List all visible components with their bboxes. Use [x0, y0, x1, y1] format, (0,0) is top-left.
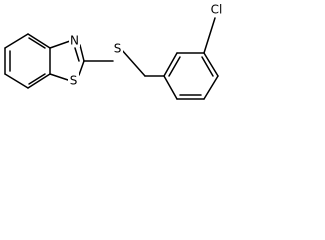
atom-s-thioether: S: [112, 41, 123, 56]
double-bond-inner: [74, 47, 80, 62]
bond: [163, 52, 178, 77]
molecule-structure: N S S Cl: [4, 2, 225, 100]
atom-cl: Cl: [208, 2, 225, 17]
bond: [4, 33, 29, 49]
bond: [49, 40, 71, 49]
double-bond-inner: [28, 73, 46, 85]
atom-label-s-ring: S: [70, 74, 78, 88]
bond: [4, 73, 29, 89]
double-bond-inner: [28, 37, 46, 49]
bond: [27, 33, 51, 49]
bond: [203, 75, 219, 100]
atom-s-ring: S: [68, 73, 79, 88]
bond: [163, 75, 178, 100]
bond: [79, 44, 85, 62]
double-bond-inner: [168, 56, 181, 77]
atom-label-cl: Cl: [211, 3, 223, 17]
thiazole-ring: [49, 40, 85, 81]
bond: [27, 73, 51, 89]
bond: [49, 73, 69, 81]
atom-label-n: N: [70, 34, 79, 48]
side-chain: [83, 48, 165, 77]
benzo-ring: [4, 33, 51, 89]
atom-n: N: [69, 33, 80, 48]
bond: [78, 60, 85, 76]
bond: [120, 48, 146, 77]
bond: [203, 17, 216, 54]
double-bond-inner: [201, 56, 214, 77]
chlorophenyl-ring: [163, 17, 219, 100]
bond: [203, 52, 219, 77]
atom-label-s-thioether: S: [114, 42, 122, 56]
